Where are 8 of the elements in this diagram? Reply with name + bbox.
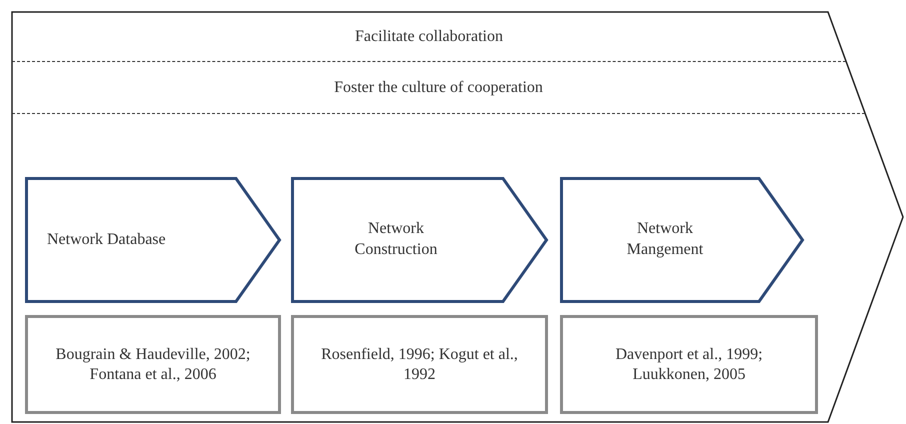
step-label: Network Database (47, 230, 166, 250)
step-label: Network Mangement (626, 219, 704, 260)
step-label: Network Construction (354, 219, 438, 260)
reference-box: Davenport et al., 1999; Luukkonen, 2005 (560, 315, 818, 414)
band-text: Foster the culture of cooperation (334, 78, 543, 98)
band-text: Facilitate collaboration (355, 26, 503, 46)
reference-box: Bougrain & Haudeville, 2002; Fontana et al., 2006 (25, 315, 281, 414)
reference-box: Rosenfield, 1996; Kogut et al., 1992 (291, 315, 548, 414)
